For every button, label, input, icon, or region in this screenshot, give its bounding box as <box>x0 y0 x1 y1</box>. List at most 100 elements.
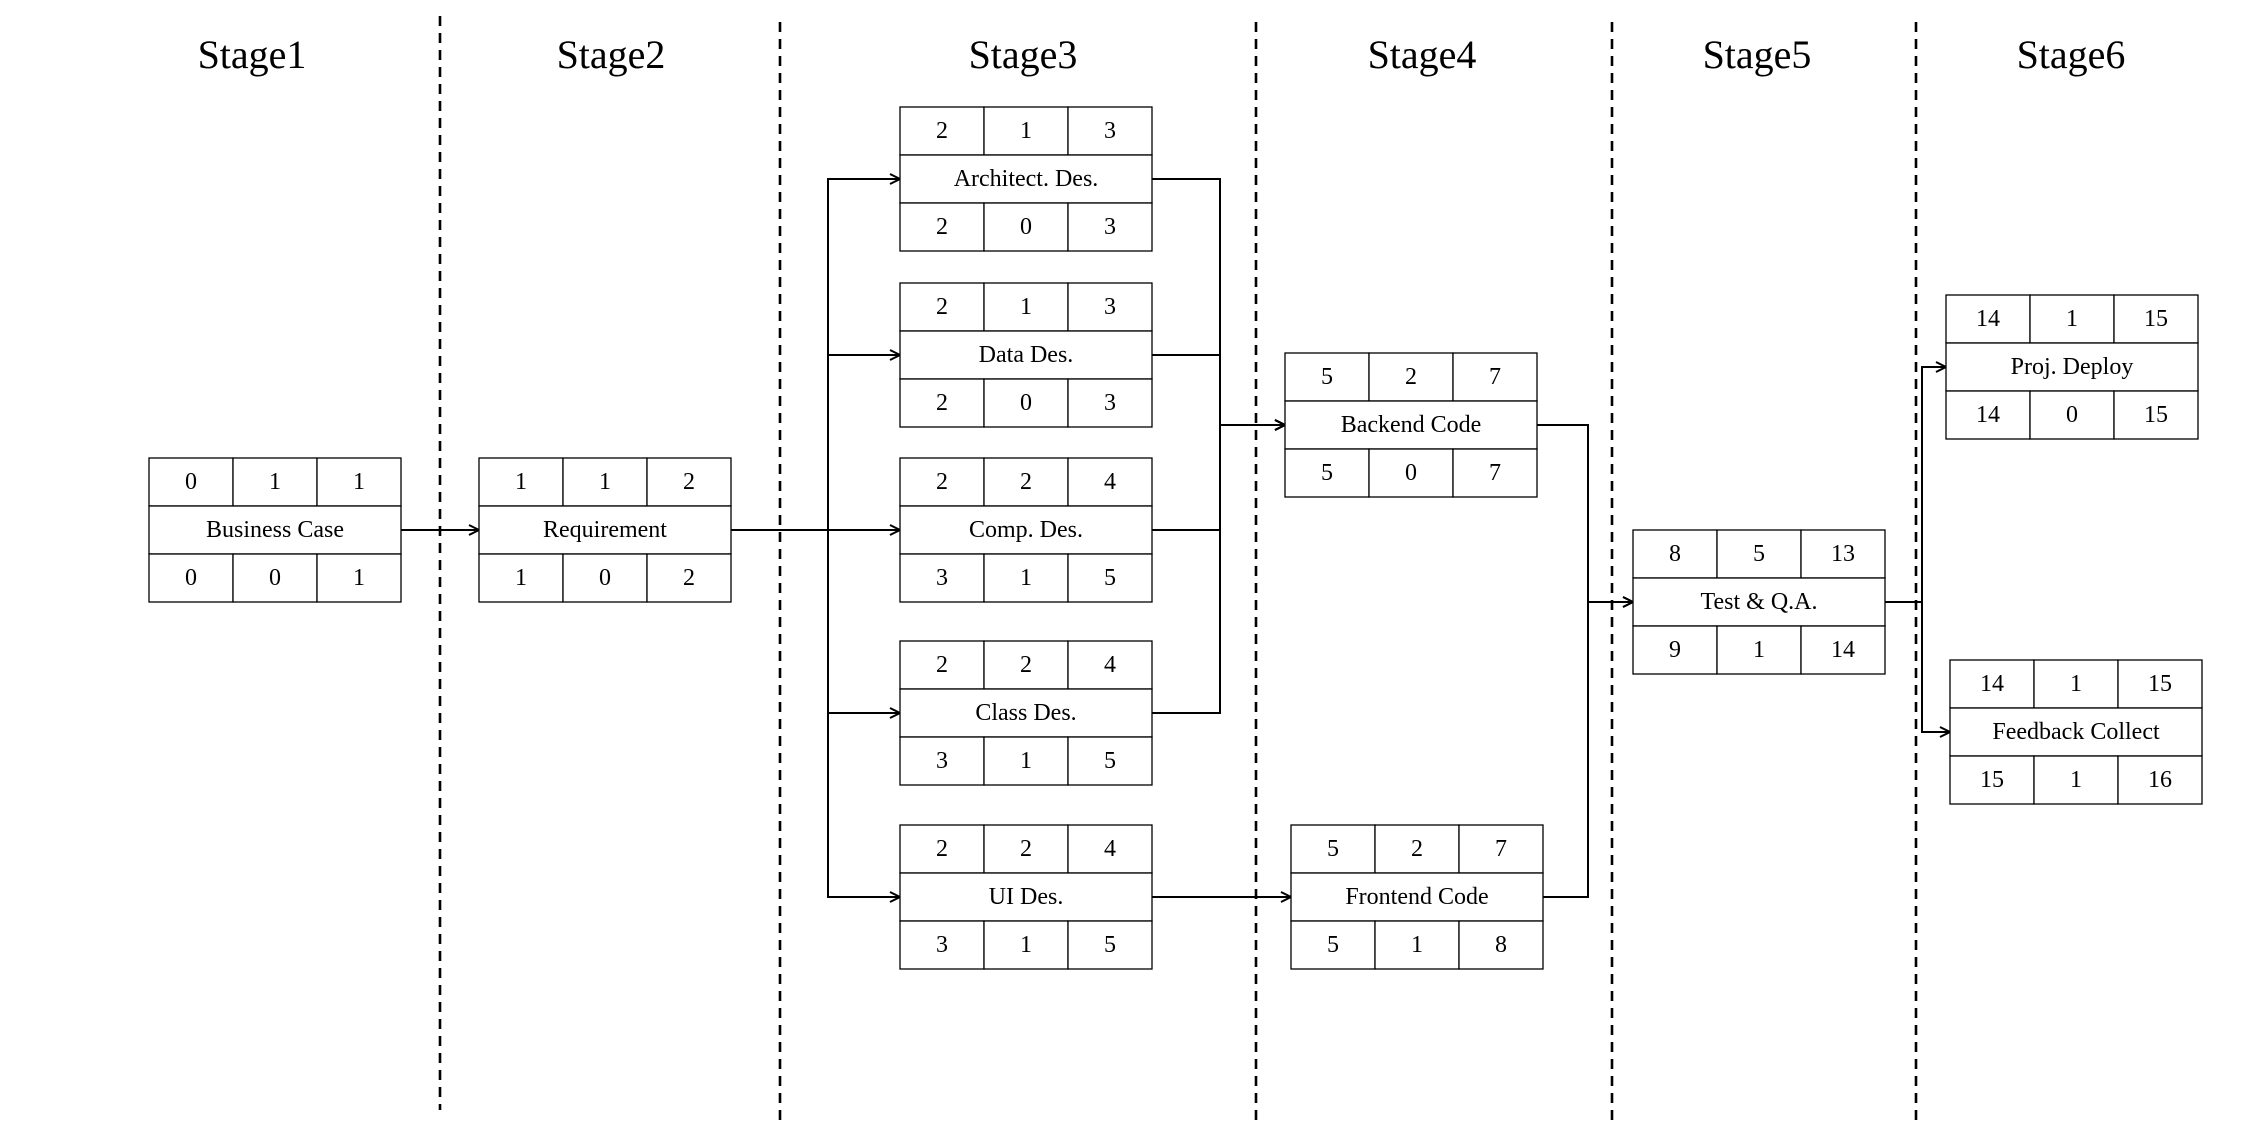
node-cell <box>1800 529 1886 579</box>
task-name: Comp. Des. <box>969 517 1083 543</box>
bottom-value: 2 <box>936 214 948 240</box>
top-value: 2 <box>936 469 948 495</box>
stage-title: Stage3 <box>969 32 1078 77</box>
task-name: Proj. Deploy <box>2011 354 2134 380</box>
top-value: 2 <box>936 118 948 144</box>
top-value: 4 <box>1104 836 1116 862</box>
task-name: Backend Code <box>1341 412 1482 438</box>
top-value: 1 <box>2070 671 2082 697</box>
node-cell <box>2113 390 2199 440</box>
node-cell <box>1067 640 1153 690</box>
node-cell <box>1290 824 1376 874</box>
top-value: 14 <box>1976 306 2000 332</box>
node-cell <box>1067 282 1153 332</box>
arrow-comp-des-to-backend-code <box>1152 425 1285 531</box>
bottom-value: 15 <box>1980 767 2004 793</box>
top-value: 2 <box>1411 836 1423 862</box>
node-name-cell <box>899 505 1153 555</box>
top-value: 2 <box>1405 364 1417 390</box>
dependency-arrows <box>401 179 1950 897</box>
top-value: 8 <box>1669 541 1681 567</box>
bottom-value: 1 <box>2070 767 2082 793</box>
bottom-value: 16 <box>2148 767 2172 793</box>
bottom-value: 7 <box>1489 460 1501 486</box>
node-cell <box>983 106 1069 156</box>
top-value: 1 <box>2066 306 2078 332</box>
bottom-value: 3 <box>936 932 948 958</box>
bottom-value: 2 <box>936 390 948 416</box>
node-cell <box>562 553 648 603</box>
task-name: Frontend Code <box>1345 884 1488 910</box>
bottom-value: 2 <box>683 565 695 591</box>
top-value: 1 <box>515 469 527 495</box>
node-cell <box>2029 294 2115 344</box>
stage-title: Stage2 <box>557 32 666 77</box>
bottom-value: 8 <box>1495 932 1507 958</box>
task-name: Class Des. <box>975 700 1076 726</box>
bottom-value: 1 <box>353 565 365 591</box>
top-value: 15 <box>2144 306 2168 332</box>
arrow-architect-des-to-backend-code <box>1152 178 1285 425</box>
stage-title: Stage1 <box>198 32 307 77</box>
node-name-cell <box>899 330 1153 380</box>
node-cell <box>1949 755 2035 805</box>
top-value: 13 <box>1831 541 1855 567</box>
top-value: 14 <box>1980 671 2004 697</box>
node-cell <box>899 736 985 786</box>
bottom-value: 0 <box>1020 390 1032 416</box>
arrow-class-des-to-backend-code <box>1152 425 1285 714</box>
node-cell <box>1452 352 1538 402</box>
node-cell <box>983 378 1069 428</box>
node-cell <box>2117 659 2203 709</box>
bottom-value: 5 <box>1321 460 1333 486</box>
arrow-requirement-to-data-des <box>731 355 900 531</box>
node-cell <box>646 553 732 603</box>
node-cell <box>899 920 985 970</box>
arrow-data-des-to-backend-code <box>1152 354 1285 425</box>
bottom-value: 0 <box>269 565 281 591</box>
node-cell <box>1716 625 1802 675</box>
stage-headers: Stage1 Stage2 Stage3 Stage4 Stage5 Stage… <box>198 32 2126 77</box>
node-cell <box>983 640 1069 690</box>
bottom-value: 5 <box>1327 932 1339 958</box>
task-name: Feedback Collect <box>1992 719 2160 745</box>
node-name-cell <box>1945 342 2199 392</box>
node-cell <box>1945 294 2031 344</box>
top-value: 2 <box>936 836 948 862</box>
node-cell <box>899 553 985 603</box>
top-value: 5 <box>1327 836 1339 862</box>
top-value: 1 <box>269 469 281 495</box>
node-cell <box>478 553 564 603</box>
top-value: 4 <box>1104 469 1116 495</box>
node-cell <box>2113 294 2199 344</box>
node-cell <box>1452 448 1538 498</box>
top-value: 7 <box>1489 364 1501 390</box>
node-cell <box>1067 202 1153 252</box>
task-name: Data Des. <box>979 342 1074 368</box>
top-value: 1 <box>353 469 365 495</box>
bottom-value: 0 <box>185 565 197 591</box>
node-cell <box>148 553 234 603</box>
top-value: 2 <box>1020 469 1032 495</box>
top-value: 2 <box>936 294 948 320</box>
top-value: 1 <box>1020 118 1032 144</box>
task-name: UI Des. <box>989 884 1064 910</box>
bottom-value: 14 <box>1831 637 1855 663</box>
node-cell <box>232 553 318 603</box>
top-value: 3 <box>1104 118 1116 144</box>
node-cell <box>1368 352 1454 402</box>
node-name-cell <box>1290 872 1544 922</box>
node-cell <box>983 202 1069 252</box>
node-cell <box>2029 390 2115 440</box>
bottom-value: 14 <box>1976 402 2000 428</box>
node-name-cell <box>899 872 1153 922</box>
bottom-value: 3 <box>1104 214 1116 240</box>
node-cell <box>1067 106 1153 156</box>
